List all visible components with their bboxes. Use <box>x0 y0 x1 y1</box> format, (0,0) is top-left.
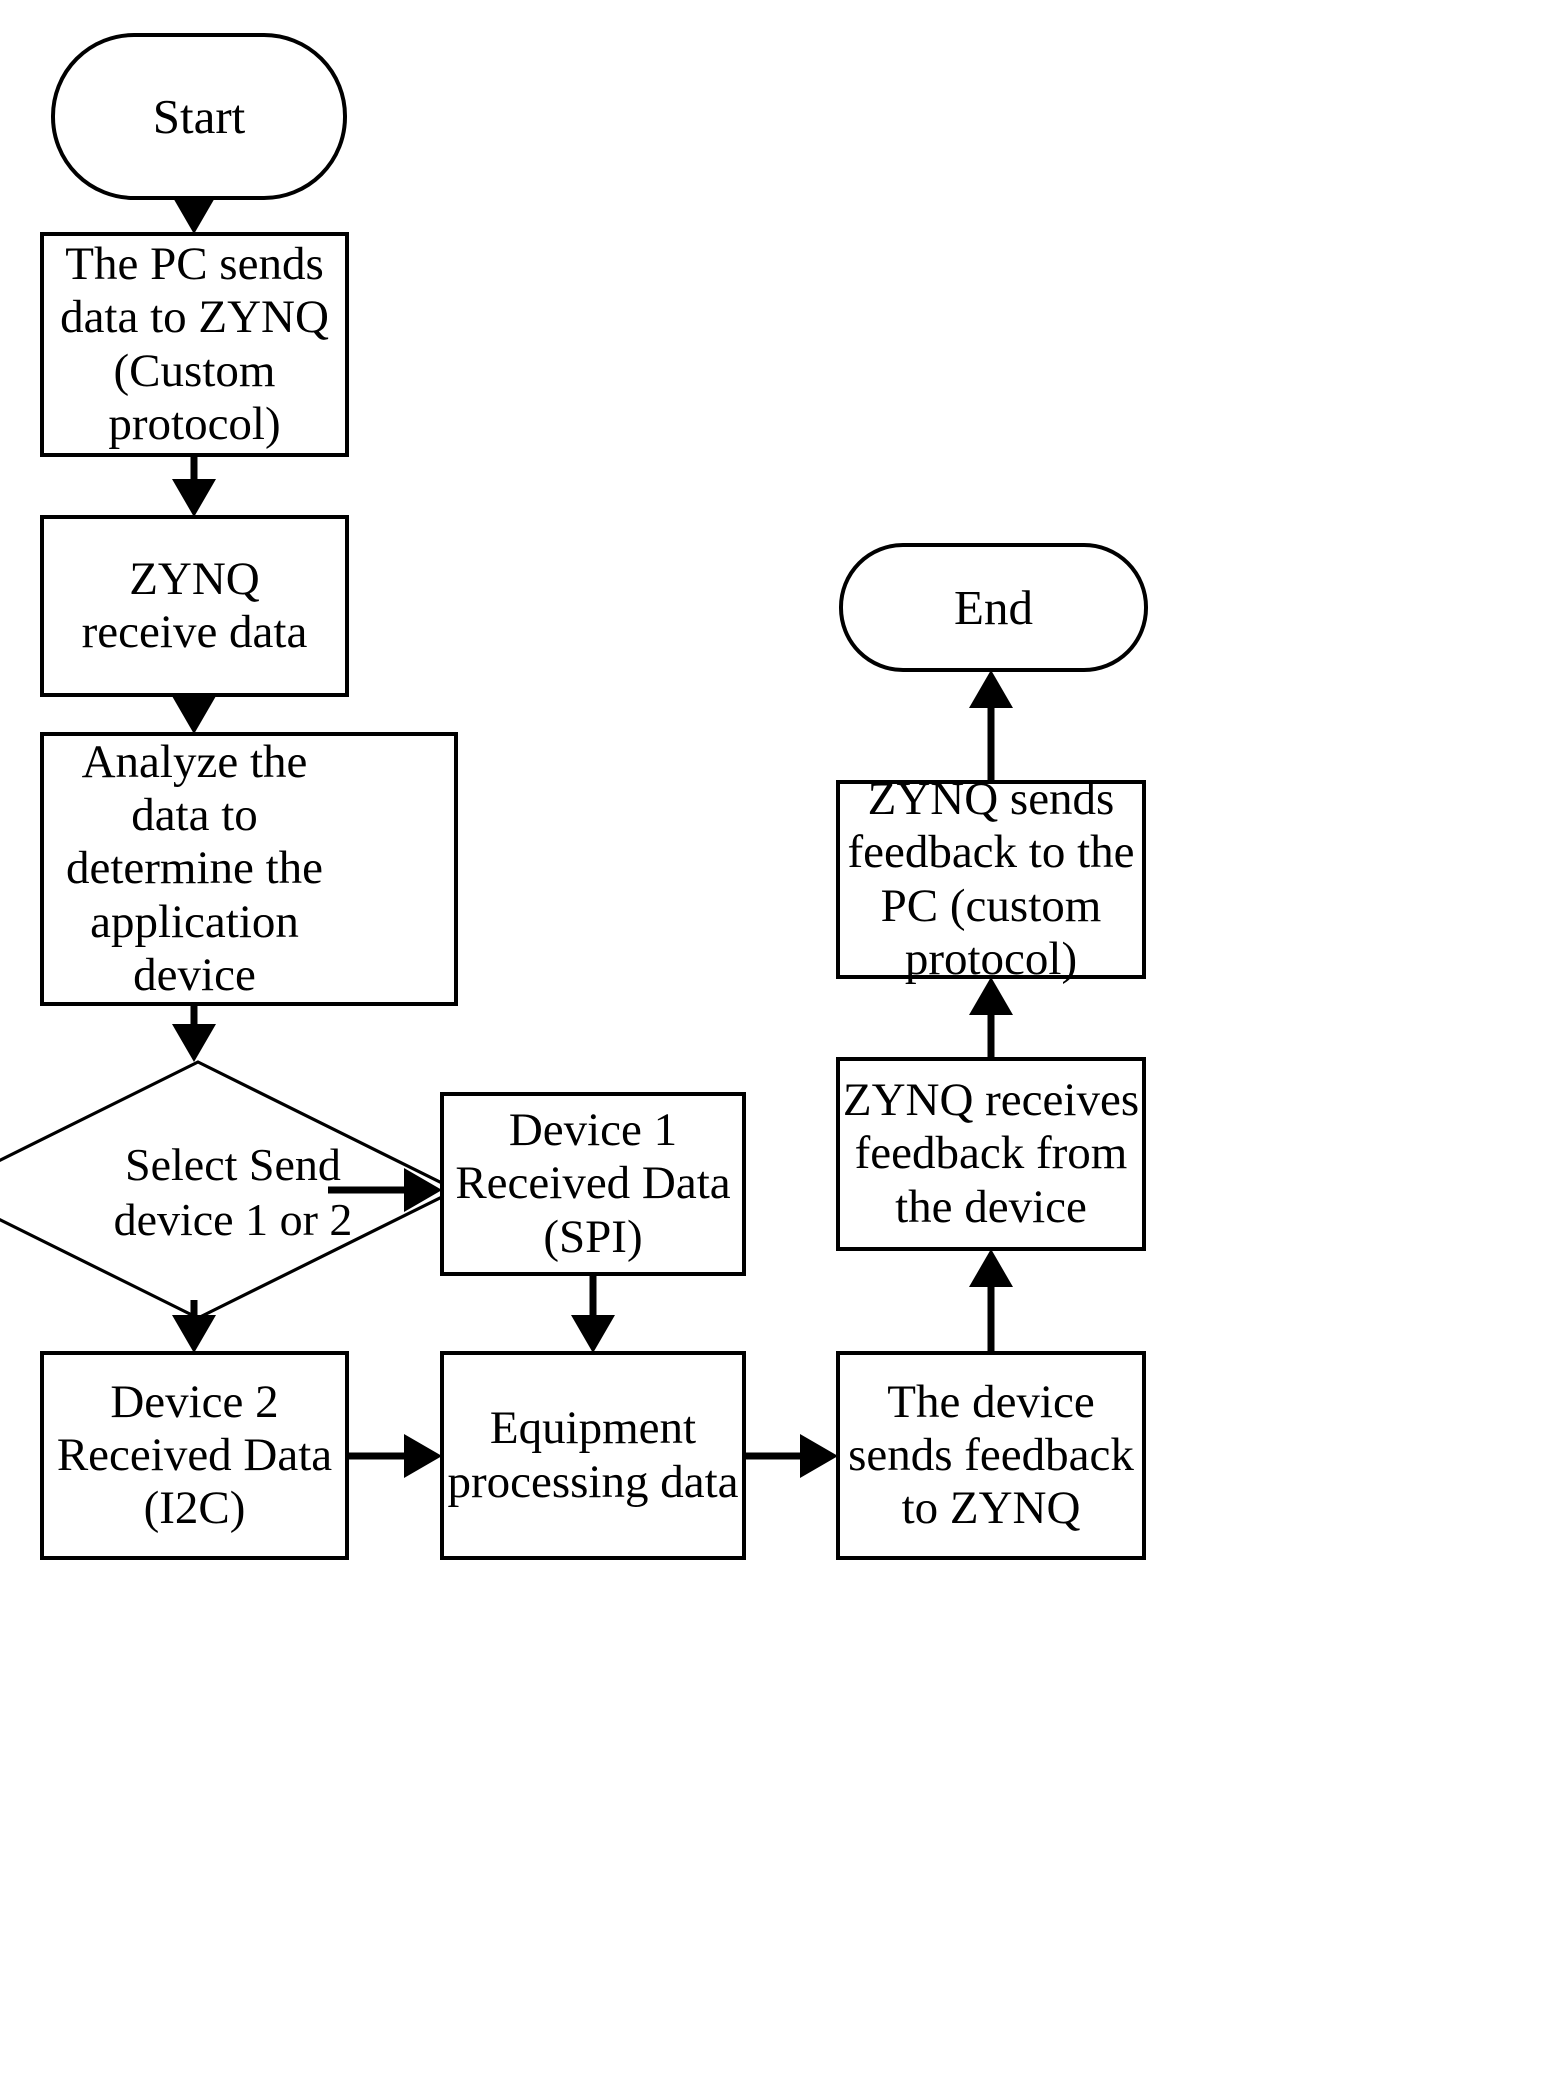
arrowhead-start-to-pc-send <box>172 196 216 234</box>
arrowhead-select-to-device1 <box>404 1168 442 1212</box>
arrowhead-zynq-receive-feedback-to-zynq-send-feedback <box>969 977 1013 1015</box>
node-pc-send-shape[interactable] <box>40 232 349 457</box>
node-device-feedback-shape[interactable] <box>836 1351 1146 1560</box>
arrowhead-zynq-send-feedback-to-end <box>969 670 1013 708</box>
node-zynq-feedback-send-shape[interactable] <box>836 780 1146 979</box>
arrowhead-equipment-to-device-feedback <box>800 1434 838 1478</box>
arrowhead-analyze-to-select <box>172 1024 216 1062</box>
arrowhead-device-feedback-to-zynq-receive-feedback <box>969 1249 1013 1287</box>
node-start-shape[interactable] <box>51 33 347 200</box>
node-equipment-shape[interactable] <box>440 1351 746 1560</box>
node-device2-shape[interactable] <box>40 1351 349 1560</box>
arrowhead-device1-to-equipment <box>571 1315 615 1353</box>
arrowhead-select-to-device2 <box>172 1315 216 1353</box>
arrowhead-pc-send-to-zynq-receive <box>172 479 216 517</box>
node-zynq-receive-shape[interactable] <box>40 515 349 697</box>
node-zynq-feedback-receive-shape[interactable] <box>836 1057 1146 1251</box>
arrowhead-device2-to-equipment <box>404 1434 442 1478</box>
node-end-shape[interactable] <box>839 543 1148 672</box>
arrowhead-zynq-receive-to-analyze <box>172 696 216 734</box>
node-device1-shape[interactable] <box>440 1092 746 1276</box>
node-analyze-shape[interactable] <box>40 732 458 1006</box>
